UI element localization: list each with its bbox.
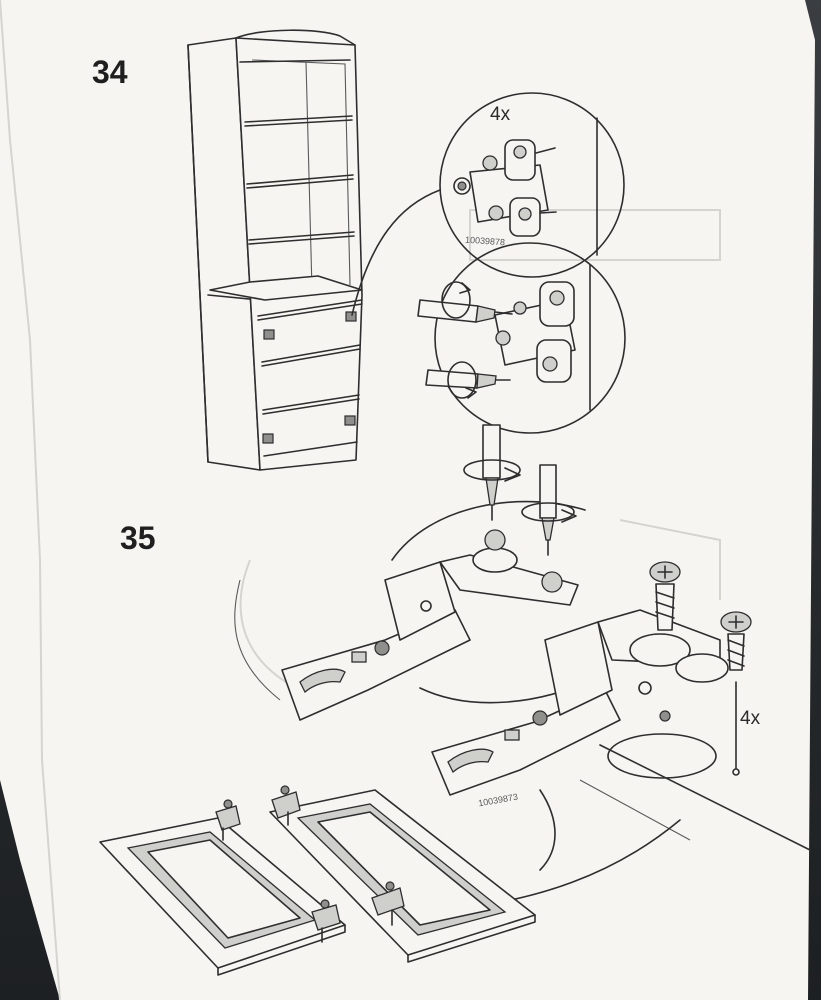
show-through-drawing bbox=[239, 209, 721, 691]
hinge-holes bbox=[262, 311, 357, 444]
hinge-icon bbox=[311, 899, 341, 943]
door-edge-line-2 bbox=[579, 779, 691, 841]
door-edge-line bbox=[599, 744, 811, 851]
hinge-icon bbox=[281, 529, 579, 721]
quantity-label-35: 4x bbox=[740, 708, 761, 729]
hinge-icon bbox=[215, 799, 241, 841]
rotate-arrow-icon bbox=[463, 459, 577, 523]
screwdriver-icon bbox=[425, 369, 511, 389]
step-number-34: 34 bbox=[92, 54, 128, 90]
pointer-arc bbox=[539, 789, 556, 871]
step-number-35: 35 bbox=[120, 520, 156, 556]
rotate-arrow-icon bbox=[441, 281, 477, 399]
paper-shadow-edge bbox=[0, 0, 61, 1000]
hinge-icon bbox=[494, 281, 576, 383]
quantity-label-34: 4x bbox=[490, 104, 511, 125]
screw-icon bbox=[649, 561, 681, 631]
screw-hole bbox=[732, 768, 740, 776]
screw-icon bbox=[720, 611, 752, 671]
cup-hole bbox=[607, 733, 717, 779]
door-frame-icon bbox=[269, 789, 536, 963]
bookcase-icon bbox=[187, 29, 441, 471]
hinge-icon bbox=[271, 785, 301, 826]
hinge-icon bbox=[371, 881, 405, 926]
door-frame-icon bbox=[99, 817, 346, 976]
screwdriver-icon bbox=[539, 464, 557, 556]
hinge-icon bbox=[453, 139, 557, 237]
hinge-icon bbox=[431, 609, 729, 796]
hinge-detail-mounting bbox=[417, 242, 626, 434]
hinge-detail-top bbox=[439, 92, 625, 278]
